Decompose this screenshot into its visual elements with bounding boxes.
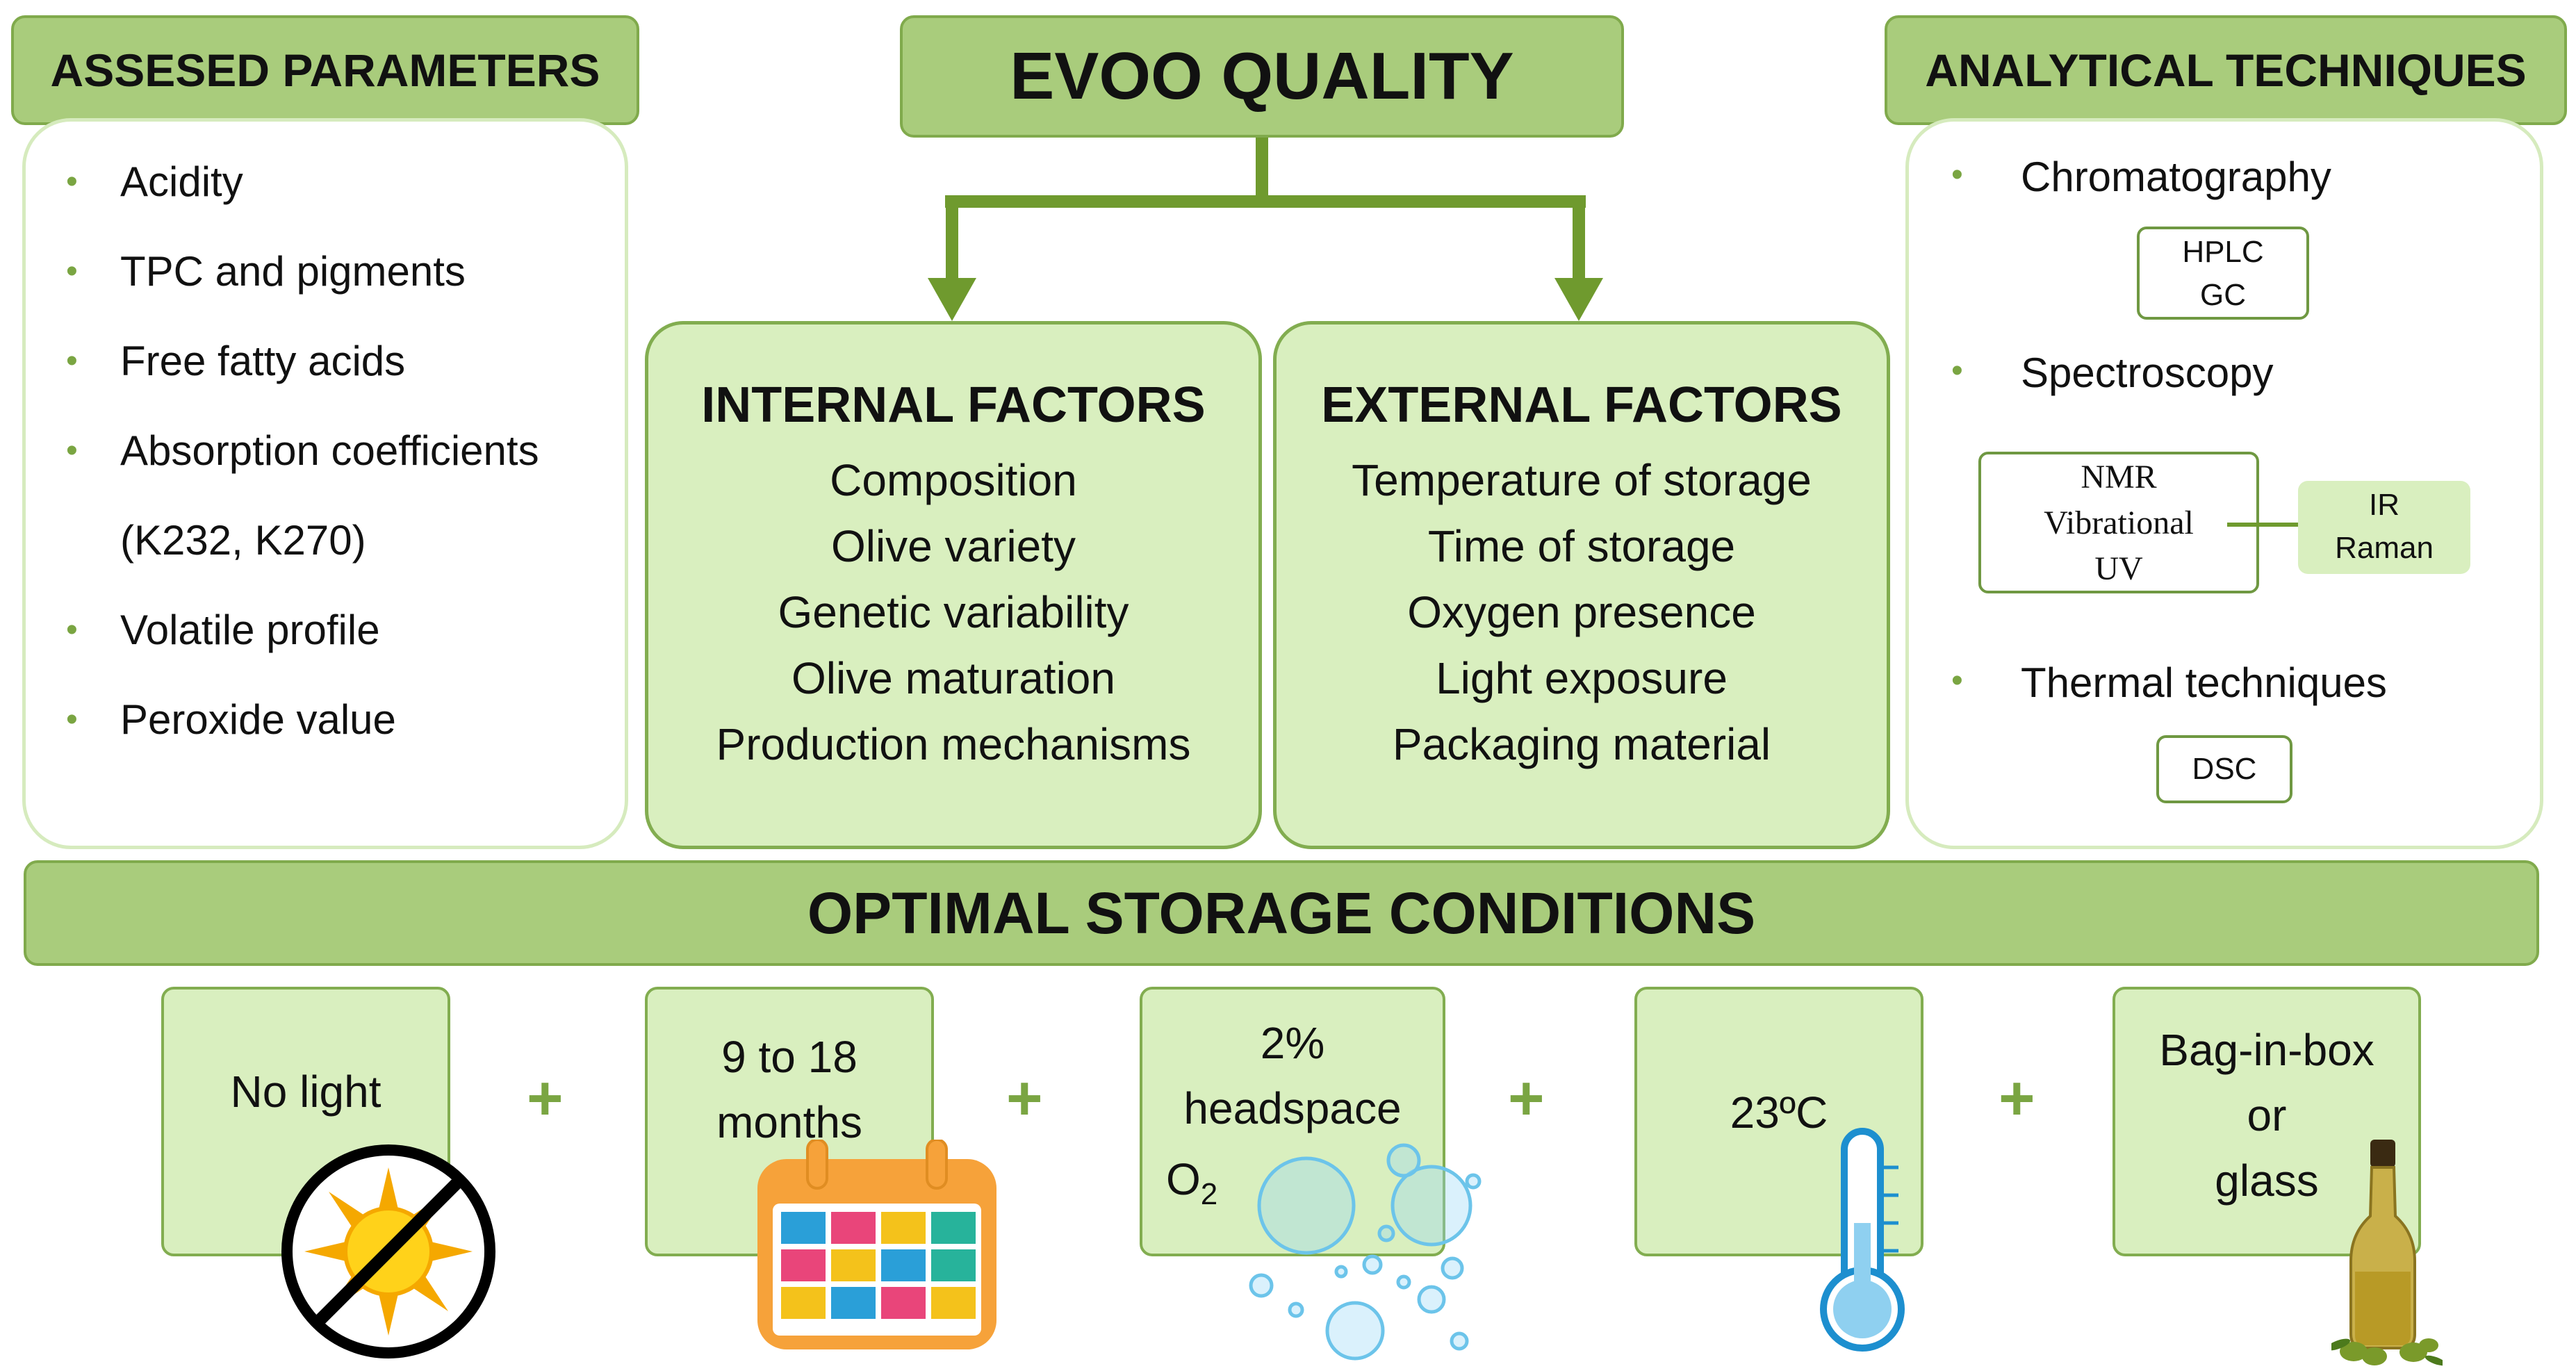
bullet-dot: • — [1951, 662, 1963, 699]
external-factors-panel: EXTERNAL FACTORS Temperature of storage … — [1273, 321, 1890, 849]
plus-sign: + — [1999, 1064, 2035, 1133]
param-tpc: TPC and pigments — [52, 227, 622, 316]
calendar-icon — [757, 1140, 996, 1349]
headspace-tile: 2% headspace — [1140, 987, 1445, 1256]
param-acidity: Acidity — [52, 137, 622, 227]
packaging-line2: or — [2247, 1090, 2287, 1140]
headspace-line2: headspace — [1183, 1083, 1402, 1133]
uv-label: UV — [2094, 550, 2143, 587]
external-item: Light exposure — [1436, 653, 1728, 703]
spectroscopy-label: Spectroscopy — [2021, 350, 2274, 396]
no-sun-icon — [281, 1144, 495, 1358]
hplc-label: HPLC — [2182, 235, 2264, 269]
optimal-storage-header: OPTIMAL STORAGE CONDITIONS — [24, 860, 2539, 966]
thermal-techniques-label: Thermal techniques — [2021, 659, 2387, 706]
storage-time-line2: months — [716, 1097, 862, 1147]
param-absorption: Absorption coefficients — [52, 406, 622, 495]
param-peroxide: Peroxide value — [52, 675, 622, 764]
param-k-values: (K232, K270) — [120, 517, 366, 564]
raman-label: Raman — [2335, 531, 2434, 565]
temperature-label: 23ºC — [1730, 1087, 1828, 1138]
plus-sign: + — [1508, 1064, 1545, 1133]
external-item: Oxygen presence — [1407, 587, 1756, 637]
chromatography-label: Chromatography — [2021, 154, 2331, 200]
bullet-dot: • — [1951, 156, 1963, 193]
oxygen-symbol: O — [1166, 1154, 1201, 1204]
internal-factors-title: INTERNAL FACTORS — [701, 377, 1206, 433]
evoo-quality-title: EVOO QUALITY — [900, 15, 1624, 138]
param-ffa: Free fatty acids — [52, 316, 622, 406]
no-light-label: No light — [230, 1067, 382, 1117]
gc-label: GC — [2200, 278, 2246, 312]
internal-item: Production mechanisms — [716, 719, 1191, 769]
param-volatile: Volatile profile — [52, 585, 622, 675]
plus-sign: + — [527, 1064, 564, 1133]
external-item: Time of storage — [1427, 521, 1736, 571]
arrowhead-internal — [928, 278, 976, 321]
plus-sign: + — [1006, 1064, 1043, 1133]
ir-raman-box: IR Raman — [2298, 481, 2470, 574]
oxygen-subscript: 2 — [1200, 1176, 1218, 1211]
assessed-parameters-header: ASSESED PARAMETERS — [11, 15, 639, 125]
olive-oil-bottle-icon — [2331, 1140, 2443, 1366]
chromatography-methods-box: HPLC GC — [2137, 227, 2309, 320]
internal-item: Composition — [830, 455, 1077, 505]
headspace-line1: 2% — [1260, 1018, 1325, 1068]
bubbles-icon — [1249, 1143, 1482, 1361]
external-factors-title: EXTERNAL FACTORS — [1321, 377, 1842, 433]
thermometer-icon — [1820, 1128, 1905, 1352]
packaging-line1: Bag-in-box — [2159, 1025, 2374, 1075]
assessed-parameters-list: Acidity TPC and pigments Free fatty acid… — [52, 137, 622, 764]
oxygen-label: O2 — [1166, 1154, 1217, 1212]
ir-label: IR — [2369, 488, 2399, 522]
internal-item: Genetic variability — [778, 587, 1129, 637]
vibrational-label: Vibrational — [2044, 504, 2194, 541]
external-item: Packaging material — [1392, 719, 1771, 769]
internal-item: Olive maturation — [791, 653, 1115, 703]
dsc-box: DSC — [2156, 735, 2292, 803]
arrowhead-external — [1554, 278, 1603, 321]
packaging-line3: glass — [2215, 1156, 2319, 1206]
nmr-label: NMR — [2081, 459, 2157, 495]
storage-time-line1: 9 to 18 — [721, 1032, 858, 1082]
internal-factors-panel: INTERNAL FACTORS Composition Olive varie… — [645, 321, 1262, 849]
spectroscopy-methods-box: NMR Vibrational UV — [1978, 452, 2259, 593]
bullet-dot: • — [1951, 352, 1963, 389]
external-item: Temperature of storage — [1352, 455, 1812, 505]
analytical-techniques-header: ANALYTICAL TECHNIQUES — [1885, 15, 2567, 125]
internal-item: Olive variety — [830, 521, 1076, 571]
temperature-tile: 23ºC — [1634, 987, 1923, 1256]
